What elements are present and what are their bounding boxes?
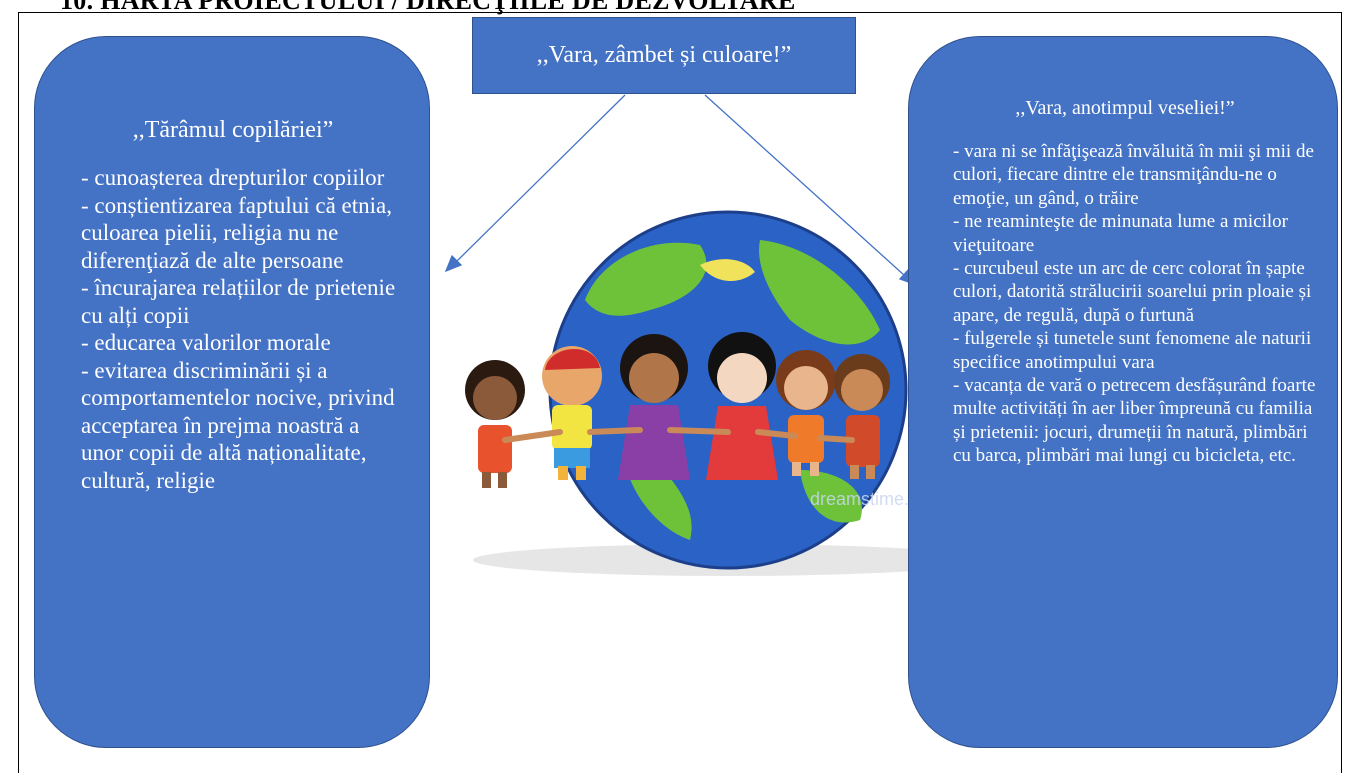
continent-4 [800, 470, 862, 523]
continent-2 [759, 240, 880, 345]
right-direction-box: ,,Vara, anotimpul veseliei!” - vara ni s… [908, 36, 1338, 748]
arrow-head-left [444, 254, 463, 273]
arrow-to-left [455, 94, 626, 263]
continent-5 [700, 259, 755, 282]
left-item: - evitarea discriminării și a comportame… [81, 357, 395, 493]
project-title: ,,Vara, zâmbet și culoare!” [536, 42, 792, 68]
left-direction-box: ,,Tărâmul copilăriei” - cunoașterea drep… [34, 36, 430, 748]
project-title-box: ,,Vara, zâmbet și culoare!” [472, 17, 856, 94]
right-direction-title: ,,Vara, anotimpul veseliei!” [1015, 97, 1235, 119]
left-item: - conștientizarea faptului că etnia, cul… [81, 192, 392, 273]
page-heading: 10. HARTA PROIECTULUI / DIRECŢIILE DE DE… [60, 0, 796, 15]
child-figure-3 [618, 334, 690, 480]
connector-arrows [444, 94, 916, 286]
left-direction-title: ,,Tărâmul copilăriei” [132, 117, 334, 143]
globe-illustration: dreamstime.com [465, 210, 983, 576]
left-item: - încurajarea relațiilor de prietenie cu… [81, 275, 396, 328]
page-frame [18, 12, 1342, 773]
right-item: - vacanța de vară o petrecem desfășurând… [953, 375, 1316, 467]
continent-1 [585, 242, 707, 316]
left-item: - cunoașterea drepturilor copiilor [81, 165, 385, 190]
arrow-to-right [704, 94, 906, 277]
child-figure-1 [465, 360, 525, 488]
child-figure-2 [542, 346, 602, 480]
left-item: - educarea valorilor morale [81, 330, 331, 355]
child-figure-4 [706, 332, 778, 480]
right-item: - vara ni se înfăţişează învăluită în mi… [953, 141, 1314, 209]
right-item: - curcubeul este un arc de cerc colorat … [953, 258, 1312, 326]
right-item: - ne reaminteşte de minunata lume a mici… [953, 211, 1289, 256]
child-figure-6 [834, 354, 890, 479]
child-figure-5 [776, 350, 836, 476]
joined-hands [502, 427, 855, 443]
right-item: - fulgerele și tunetele sunt fenomene al… [953, 328, 1312, 373]
